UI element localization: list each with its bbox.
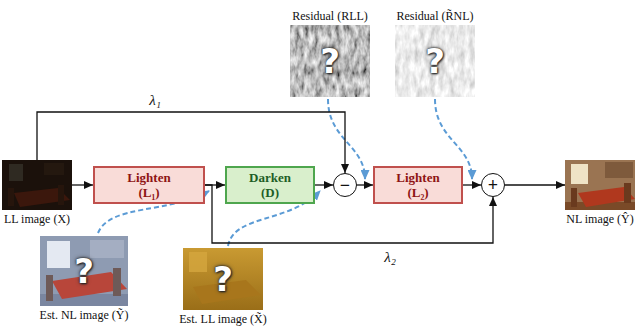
box-text: (D) <box>261 185 279 200</box>
add-junction: + <box>481 173 505 197</box>
image-frame <box>2 160 72 210</box>
normal-light-photo <box>565 160 635 210</box>
image-frame: ? <box>290 25 370 97</box>
weight-label: λ₁ <box>147 92 163 109</box>
image-caption: Residual (RLL) <box>292 9 368 23</box>
box-text: (L₁) <box>138 185 159 200</box>
image-caption: Est. NL image (Ỹ) <box>40 308 129 322</box>
connector <box>72 184 93 185</box>
operator-symbol: − <box>340 176 350 194</box>
process-box: Darken(D) <box>225 166 315 204</box>
image-frame <box>565 160 635 210</box>
question-mark: ? <box>320 43 340 79</box>
box-text: (L₂) <box>407 185 428 200</box>
connector <box>357 184 373 185</box>
input-image: LL image (X) <box>2 160 72 226</box>
image-caption: NL image (Ŷ) <box>566 212 634 226</box>
subtract-junction: − <box>333 173 357 197</box>
connector <box>315 184 333 185</box>
residual-photo <box>290 25 370 97</box>
question-mark: ? <box>74 253 94 289</box>
residual-photo <box>395 25 475 97</box>
image-frame: ? <box>395 25 475 97</box>
weight-label: λ₂ <box>382 249 398 266</box>
estimate-image: ? Est. LL image (X̃) <box>179 248 267 326</box>
connector <box>37 112 345 173</box>
estimate-arrow <box>328 99 365 179</box>
low-light-photo <box>2 160 72 210</box>
estimated-normal-light-photo <box>40 236 128 306</box>
process-box: Lighten(L₁) <box>93 166 205 204</box>
image-caption: Est. LL image (X̃) <box>179 312 267 326</box>
process-box: Lighten(L₂) <box>373 166 463 204</box>
image-caption: LL image (X) <box>4 212 70 226</box>
estimate-image: ? Est. NL image (Ỹ) <box>40 236 129 322</box>
image-frame: ? <box>183 248 263 310</box>
question-mark: ? <box>425 43 445 79</box>
box-text: Lighten <box>127 170 170 185</box>
box-text: Lighten <box>396 170 439 185</box>
box-text: Darken <box>249 170 291 185</box>
output-image: NL image (Ŷ) <box>565 160 635 226</box>
connector <box>463 184 481 185</box>
image-caption: Residual (R̃NL) <box>397 9 474 23</box>
estimated-low-light-photo <box>183 248 263 310</box>
estimate-arrow <box>98 99 472 246</box>
question-mark: ? <box>213 261 233 297</box>
residual-image: Residual (RLL)? <box>290 9 370 97</box>
connector <box>505 184 565 185</box>
image-frame: ? <box>40 236 128 306</box>
operator-symbol: + <box>488 176 498 194</box>
residual-image: Residual (R̃NL)? <box>395 9 475 97</box>
